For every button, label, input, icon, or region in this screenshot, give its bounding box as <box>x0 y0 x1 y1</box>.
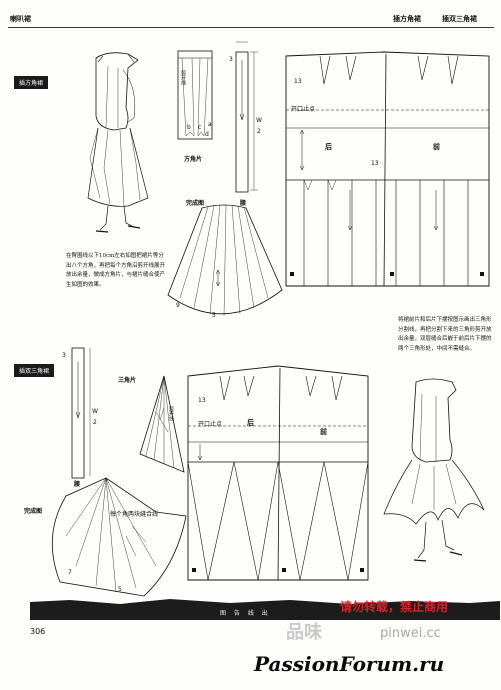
section-1-front-label: 前 <box>433 143 440 151</box>
section-1-num-13: 13 <box>294 78 302 85</box>
section-1-open-stop: 开口止点 <box>291 106 316 113</box>
section-2-block-label: 三角片 <box>118 377 137 384</box>
section-2-waist-label: 腰 <box>74 481 81 488</box>
section-2-note: 每个角两块缝合线 <box>110 511 159 518</box>
section-2-num-13: 13 <box>198 397 206 404</box>
section-1-block-label: 方角片 <box>184 156 203 163</box>
page-header: 喇叭裙 插方角裙 插双三角裙 <box>0 0 501 30</box>
section-1-num-13b: 13 <box>371 160 379 167</box>
section-1-num-5: 5 <box>212 312 216 319</box>
section-1-slit-label: 剪开线 <box>180 70 186 85</box>
section-2-num-5: 5 <box>118 586 122 593</box>
footer-banner <box>30 599 500 620</box>
footer-banner-text: 图 告 线 出 <box>220 610 271 617</box>
section-1-skirt-illustration <box>87 52 149 233</box>
section-1-half-label: 2 <box>257 128 261 135</box>
section-1-description: 在臀围线以下10cm左右如图把裙片等分出八个方角，再把每个方角沿剪开线展开放出余… <box>66 253 166 288</box>
section-1-waistband <box>235 41 258 193</box>
section-2-front-label: 前 <box>320 428 327 436</box>
section-2-skirt-illustration <box>383 378 485 562</box>
section-2-half-label: 2 <box>93 419 97 426</box>
header-left-title: 喇叭裙 <box>10 15 31 23</box>
section-2-triangle-piece <box>139 375 185 473</box>
section-1-square-piece <box>177 50 213 140</box>
section-1-letter-b: b <box>187 124 191 131</box>
footer-watermark-site: pinwei.cc <box>380 626 441 641</box>
section-2-open-stop: 开口止点 <box>198 421 223 428</box>
section-2-w-label: W <box>92 408 98 415</box>
section-2-finished-skirt <box>51 477 187 597</box>
section-1-back-label: 后 <box>325 143 332 151</box>
header-rule <box>8 27 494 28</box>
section-2-back-label: 后 <box>247 419 254 427</box>
section-2-waistband <box>71 347 91 479</box>
footer-watermark-red: 请勿转载，禁止商用 <box>340 600 449 614</box>
section-2-tag: 插双三角裙 <box>14 364 55 377</box>
header-right-title-1: 插方角裙 <box>393 15 421 23</box>
forum-watermark: PassionForum.ru <box>254 652 445 676</box>
section-1-num-3: 3 <box>229 56 233 63</box>
section-1-main-pattern <box>285 51 490 287</box>
section-1-letter-d: d <box>205 131 209 138</box>
section-1-w-label: W <box>256 117 262 124</box>
section-2-description: 将裙前片和后片下摆按图示画出三角形分割线，再把分割下来的三角形剪开放出余量，双层… <box>398 317 492 352</box>
section-1-waist-label: 腰 <box>240 200 247 207</box>
footer-page-number: 306 <box>30 627 46 636</box>
section-1-tag: 插方角裙 <box>14 76 49 89</box>
section-2-num-3: 3 <box>62 352 66 359</box>
section-1-finished-skirt <box>167 204 283 317</box>
section-1-finished-label: 完成图 <box>186 200 205 207</box>
section-2-num-7: 7 <box>68 569 72 576</box>
section-1-num-9: 9 <box>176 302 180 309</box>
section-1-letter-a: a <box>208 121 212 128</box>
section-2-finished-label: 完成图 <box>24 508 43 515</box>
header-right-title-2: 插双三角裙 <box>442 15 477 23</box>
section-1-letter-c: c <box>198 124 202 131</box>
section-2-main-pattern <box>187 365 369 581</box>
footer-watermark-logo: 品味 <box>286 622 322 643</box>
section-2-slit-label: 剪开线 <box>168 406 174 421</box>
